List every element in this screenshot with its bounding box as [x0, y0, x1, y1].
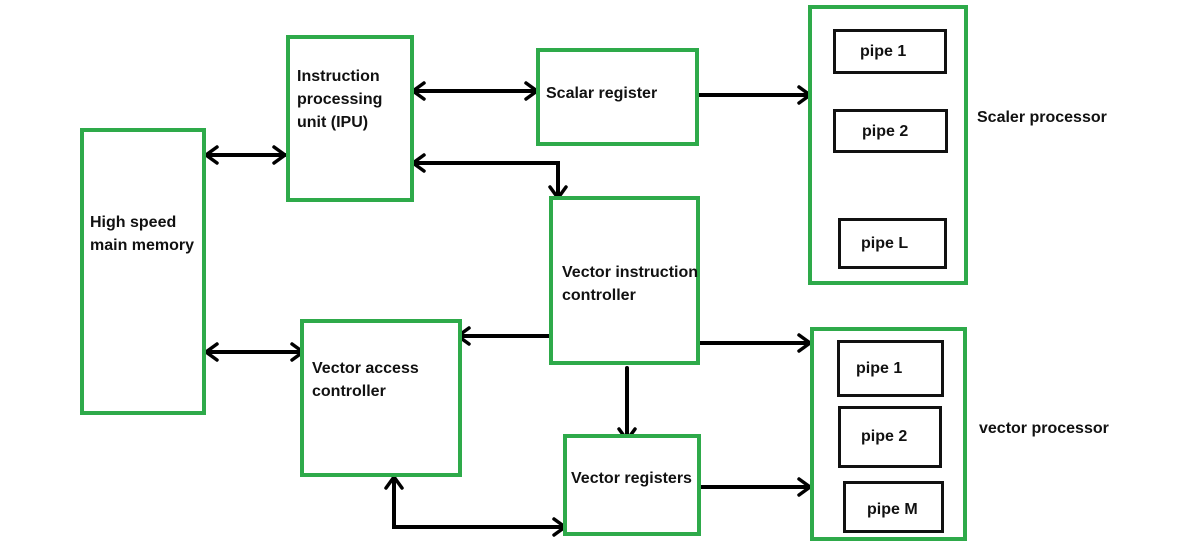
arrow-vector-access-vector-registers — [384, 474, 568, 537]
main-memory-box: High speed main memory — [80, 128, 206, 415]
scalar-processor-label: Scaler processor — [977, 109, 1107, 126]
vector-registers-label: Vector registers — [571, 470, 692, 487]
vector-pipe-1-label: pipe 1 — [856, 360, 903, 377]
ipu-label: Instruction processing unit (IPU) — [297, 68, 383, 131]
vector-instruction-controller-label: Vector instruction controller — [562, 264, 699, 304]
vector-registers-box: Vector registers — [563, 434, 701, 536]
arrow-ipu-vector-instruction — [410, 153, 568, 201]
vector-pipe-2-box: pipe 2 — [838, 406, 942, 468]
scalar-register-label: Scalar register — [546, 85, 658, 102]
scalar-pipe-l-label: pipe L — [861, 235, 909, 252]
vector-pipe-m-box: pipe M — [843, 481, 944, 533]
scalar-pipe-1-label: pipe 1 — [860, 43, 907, 60]
scalar-register-box: Scalar register — [536, 48, 699, 146]
vector-pipe-2-label: pipe 2 — [861, 428, 908, 445]
vector-processor-label: vector processor — [979, 420, 1109, 437]
scalar-pipe-2-label: pipe 2 — [862, 123, 909, 140]
ipu-box: Instruction processing unit (IPU) — [286, 35, 414, 202]
vector-instruction-controller-box: Vector instruction controller — [549, 196, 700, 365]
vector-access-controller-label: Vector access controller — [312, 360, 419, 400]
main-memory-label: High speed main memory — [90, 214, 195, 254]
vector-access-controller-box: Vector access controller — [300, 319, 462, 477]
vector-pipe-m-label: pipe M — [867, 501, 918, 518]
scalar-pipe-1-box: pipe 1 — [833, 29, 947, 74]
scalar-pipe-2-box: pipe 2 — [833, 109, 948, 153]
vector-pipe-1-box: pipe 1 — [837, 340, 944, 397]
scalar-pipe-l-box: pipe L — [838, 218, 947, 269]
